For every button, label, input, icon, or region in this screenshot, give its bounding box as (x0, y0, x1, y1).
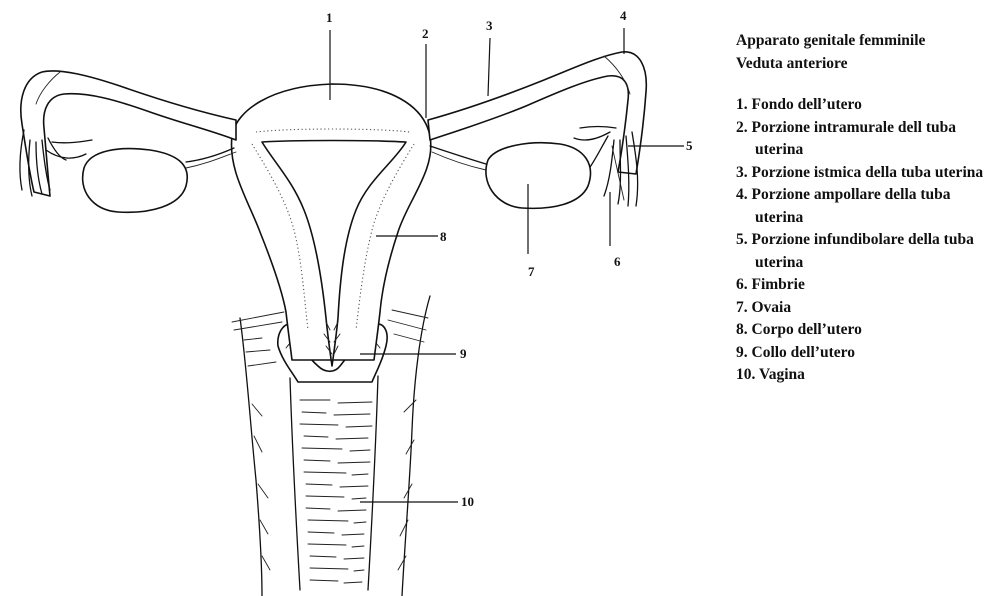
legend-item-text: Porzione ampollare della tuba uterina (752, 186, 951, 226)
legend-list: 1. Fondo dell’utero 2. Porzione intramur… (736, 94, 986, 387)
legend-item-8: 8. Corpo dell’utero (736, 319, 986, 342)
legend-item-10: 10. Vagina (736, 364, 986, 387)
callout-10: 10 (461, 494, 474, 509)
legend-title-line-2: Veduta anteriore (736, 53, 986, 76)
right-tube-drawing (428, 52, 646, 209)
legend-item-text: Porzione infundibolare della tuba uterin… (752, 231, 974, 271)
legend-item-number: 8. (736, 321, 748, 338)
legend-item-5: 5. Porzione infundibolare della tuba ute… (736, 229, 986, 274)
legend-item-9: 9. Collo dell’utero (736, 342, 986, 365)
callout-6: 6 (614, 254, 621, 269)
legend-item-text: Ovaia (752, 299, 792, 316)
callout-1: 1 (326, 10, 333, 25)
legend-title: Apparato genitale femminile Veduta anter… (736, 30, 986, 75)
legend-item-6: 6. Fimbrie (736, 274, 986, 297)
legend-item-4: 4. Porzione ampollare della tuba uterina (736, 184, 986, 229)
legend-item-7: 7. Ovaia (736, 297, 986, 320)
legend-item-2: 2. Porzione intramurale dell tuba uterin… (736, 117, 986, 162)
legend-item-text: Collo dell’utero (752, 344, 855, 361)
legend-item-number: 6. (736, 276, 748, 293)
callout-3: 3 (486, 18, 493, 33)
callout-8: 8 (440, 229, 447, 244)
callout-5: 5 (686, 138, 693, 153)
legend-item-number: 2. (736, 119, 748, 136)
legend-item-number: 5. (736, 231, 748, 248)
legend-item-number: 7. (736, 299, 748, 316)
legend-item-number: 1. (736, 96, 748, 113)
legend-item-text: Fondo dell’utero (752, 96, 862, 113)
legend-item-number: 10. (736, 366, 755, 383)
legend-item-text: Fimbrie (752, 276, 805, 293)
legend-item-number: 9. (736, 344, 748, 361)
legend-item-number: 4. (736, 186, 748, 203)
legend-item-number: 3. (736, 164, 748, 181)
legend-item-text: Porzione istmica della tuba uterina (752, 164, 984, 181)
callout-9: 9 (460, 346, 467, 361)
callout-2: 2 (422, 26, 429, 41)
callout-7: 7 (528, 264, 535, 279)
legend-item-text: Corpo dell’utero (752, 321, 862, 338)
legend-item-text: Porzione intramurale dell tuba uterina (752, 119, 957, 159)
legend-item-1: 1. Fondo dell’utero (736, 94, 986, 117)
left-tube-drawing (20, 71, 236, 212)
callout-4: 4 (620, 8, 627, 23)
legend-panel: Apparato genitale femminile Veduta anter… (736, 30, 986, 387)
legend-title-line-1: Apparato genitale femminile (736, 30, 986, 53)
legend-item-text: Vagina (759, 366, 805, 383)
legend-item-3: 3. Porzione istmica della tuba uterina (736, 162, 986, 185)
